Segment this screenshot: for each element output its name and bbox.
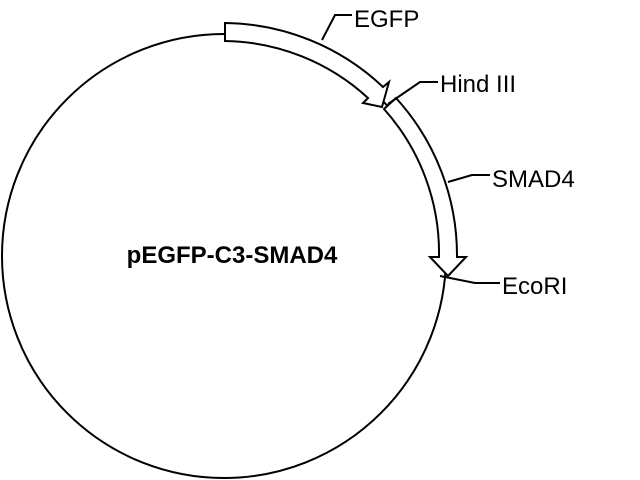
plasmid-name: pEGFP-C3-SMAD4: [127, 242, 338, 269]
smad4-arrow: [382, 96, 469, 278]
egfp-leader-line: [321, 14, 352, 41]
hindiii-label: Hind III: [440, 71, 516, 98]
ecori-leader-line: [439, 275, 500, 284]
smad4-label: SMAD4: [492, 166, 575, 193]
egfp-arrow: [224, 21, 391, 109]
smad4-leader-line: [447, 174, 490, 183]
ecori-label: EcoRI: [502, 273, 567, 300]
hindiii-leader-line: [387, 81, 438, 105]
egfp-label: EGFP: [354, 6, 419, 33]
